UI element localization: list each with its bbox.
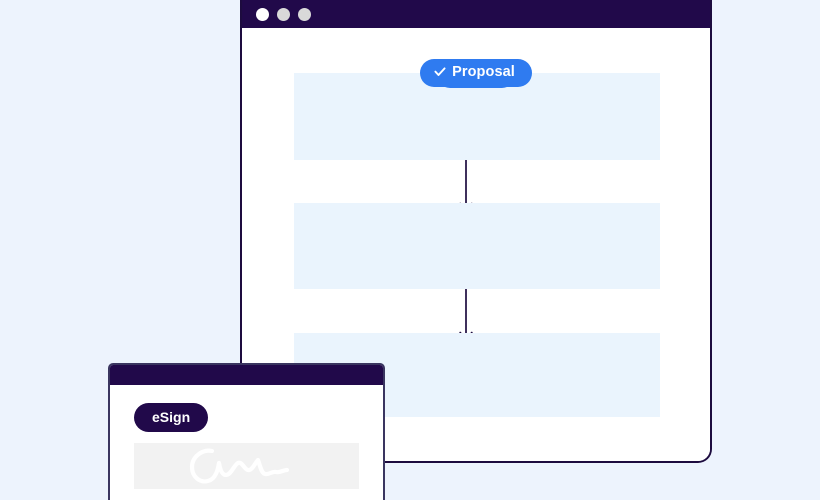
traffic-light-minimize-icon[interactable] xyxy=(277,7,290,21)
check-icon xyxy=(434,66,446,78)
esign-badge[interactable]: eSign xyxy=(134,403,209,432)
flow-step-proposal: Proposal xyxy=(242,59,710,87)
traffic-light-close-icon[interactable] xyxy=(256,7,269,21)
proposal-badge[interactable]: Proposal xyxy=(420,59,532,87)
esign-window: eSign xyxy=(108,363,385,500)
esign-badge-label: eSign xyxy=(152,409,191,425)
flow-step-panel-deal xyxy=(294,73,660,160)
esign-window-content: eSign xyxy=(110,385,383,500)
proposal-badge-label: Proposal xyxy=(452,64,515,80)
main-window-titlebar xyxy=(242,0,710,28)
traffic-light-maximize-icon[interactable] xyxy=(298,7,311,21)
signature-field[interactable] xyxy=(134,443,359,489)
flow-step-panel-quote xyxy=(294,203,660,289)
signature-scribble-icon xyxy=(189,448,290,484)
esign-window-titlebar xyxy=(110,365,383,385)
